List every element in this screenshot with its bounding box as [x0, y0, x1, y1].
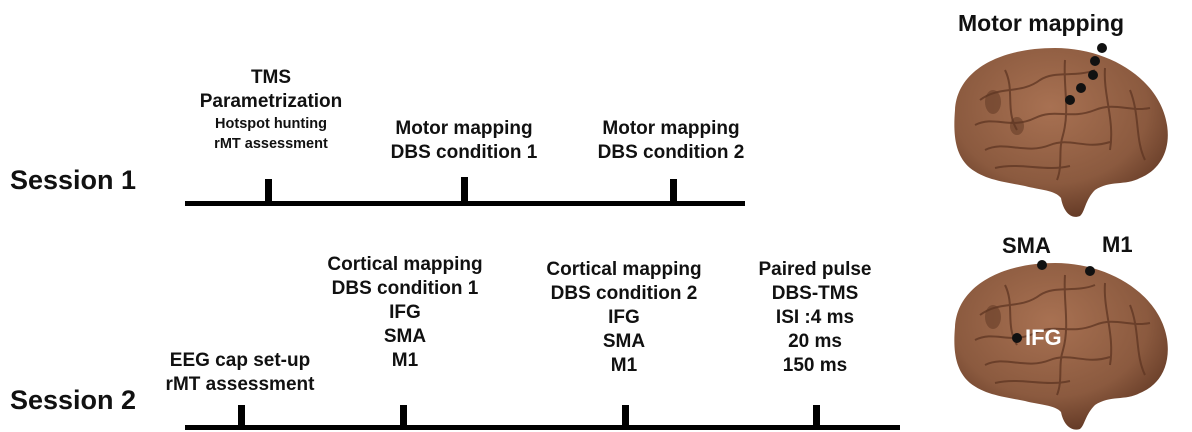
session-2-tick-1: [238, 405, 245, 426]
session-2-event-eeg-setup: EEG cap set-up rMT assessment: [150, 349, 330, 397]
session-1-tick-1: [265, 179, 272, 202]
session-2-timeline: [185, 425, 900, 430]
event-target: SMA: [602, 331, 646, 352]
event-title: Cortical mapping: [546, 259, 702, 280]
session-1-label: Session 1: [10, 165, 137, 195]
event-target: M1: [610, 355, 638, 376]
event-title: Paired pulse: [758, 259, 872, 280]
event-target: M1: [391, 350, 419, 371]
motor-mapping-title: Motor mapping: [958, 10, 1125, 36]
event-subtitle: DBS condition 1: [390, 142, 538, 163]
event-title: Cortical mapping: [327, 254, 483, 275]
sma-marker: [1037, 260, 1047, 270]
event-subtitle: DBS-TMS: [771, 283, 859, 304]
m1-label: M1: [1102, 232, 1133, 257]
event-subtitle: DBS condition 1: [331, 278, 479, 299]
ifg-marker: [1012, 333, 1022, 343]
session-1-tick-2: [461, 177, 468, 202]
session-1-timeline: [185, 201, 745, 206]
m1-marker: [1085, 266, 1095, 276]
session-2-event-paired-pulse: Paired pulse DBS-TMS ISI :4 ms 20 ms 150…: [735, 258, 895, 378]
session-1-event-tms: TMS Parametrization Hotspot hunting rMT …: [186, 66, 356, 154]
event-title: Parametrization: [199, 91, 343, 112]
event-target: IFG: [608, 307, 640, 328]
ifg-label: IFG: [1025, 325, 1062, 350]
event-isi: 20 ms: [788, 331, 842, 352]
event-subtitle: DBS condition 2: [597, 142, 745, 163]
event-detail: Hotspot hunting: [215, 116, 327, 132]
session-2-tick-3: [622, 405, 629, 426]
event-detail: rMT assessment: [214, 136, 328, 152]
event-target: SMA: [383, 326, 427, 347]
session-1-event-motor-mapping-1: Motor mapping DBS condition 1: [369, 117, 559, 165]
event-subtitle: rMT assessment: [165, 374, 315, 395]
session-1-tick-3: [670, 179, 677, 202]
event-isi: 150 ms: [782, 355, 848, 376]
event-isi: ISI :4 ms: [775, 307, 855, 328]
sma-label: SMA: [1002, 233, 1051, 258]
session-2-label: Session 2: [10, 385, 137, 415]
event-title: TMS: [250, 67, 292, 88]
session-2-event-cortical-mapping-2: Cortical mapping DBS condition 2 IFG SMA…: [529, 258, 719, 378]
session-2-tick-4: [813, 405, 820, 426]
event-target: IFG: [389, 302, 421, 323]
session-2-tick-2: [400, 405, 407, 426]
event-title: Motor mapping: [602, 118, 740, 139]
brain-bottom-image: [954, 260, 1168, 430]
event-subtitle: DBS condition 2: [550, 283, 698, 304]
session-1-event-motor-mapping-2: Motor mapping DBS condition 2: [576, 117, 766, 165]
session-2-event-cortical-mapping-1: Cortical mapping DBS condition 1 IFG SMA…: [310, 253, 500, 373]
event-title: Motor mapping: [395, 118, 533, 139]
event-title: EEG cap set-up: [169, 350, 311, 371]
brain-top-image: [954, 43, 1168, 217]
